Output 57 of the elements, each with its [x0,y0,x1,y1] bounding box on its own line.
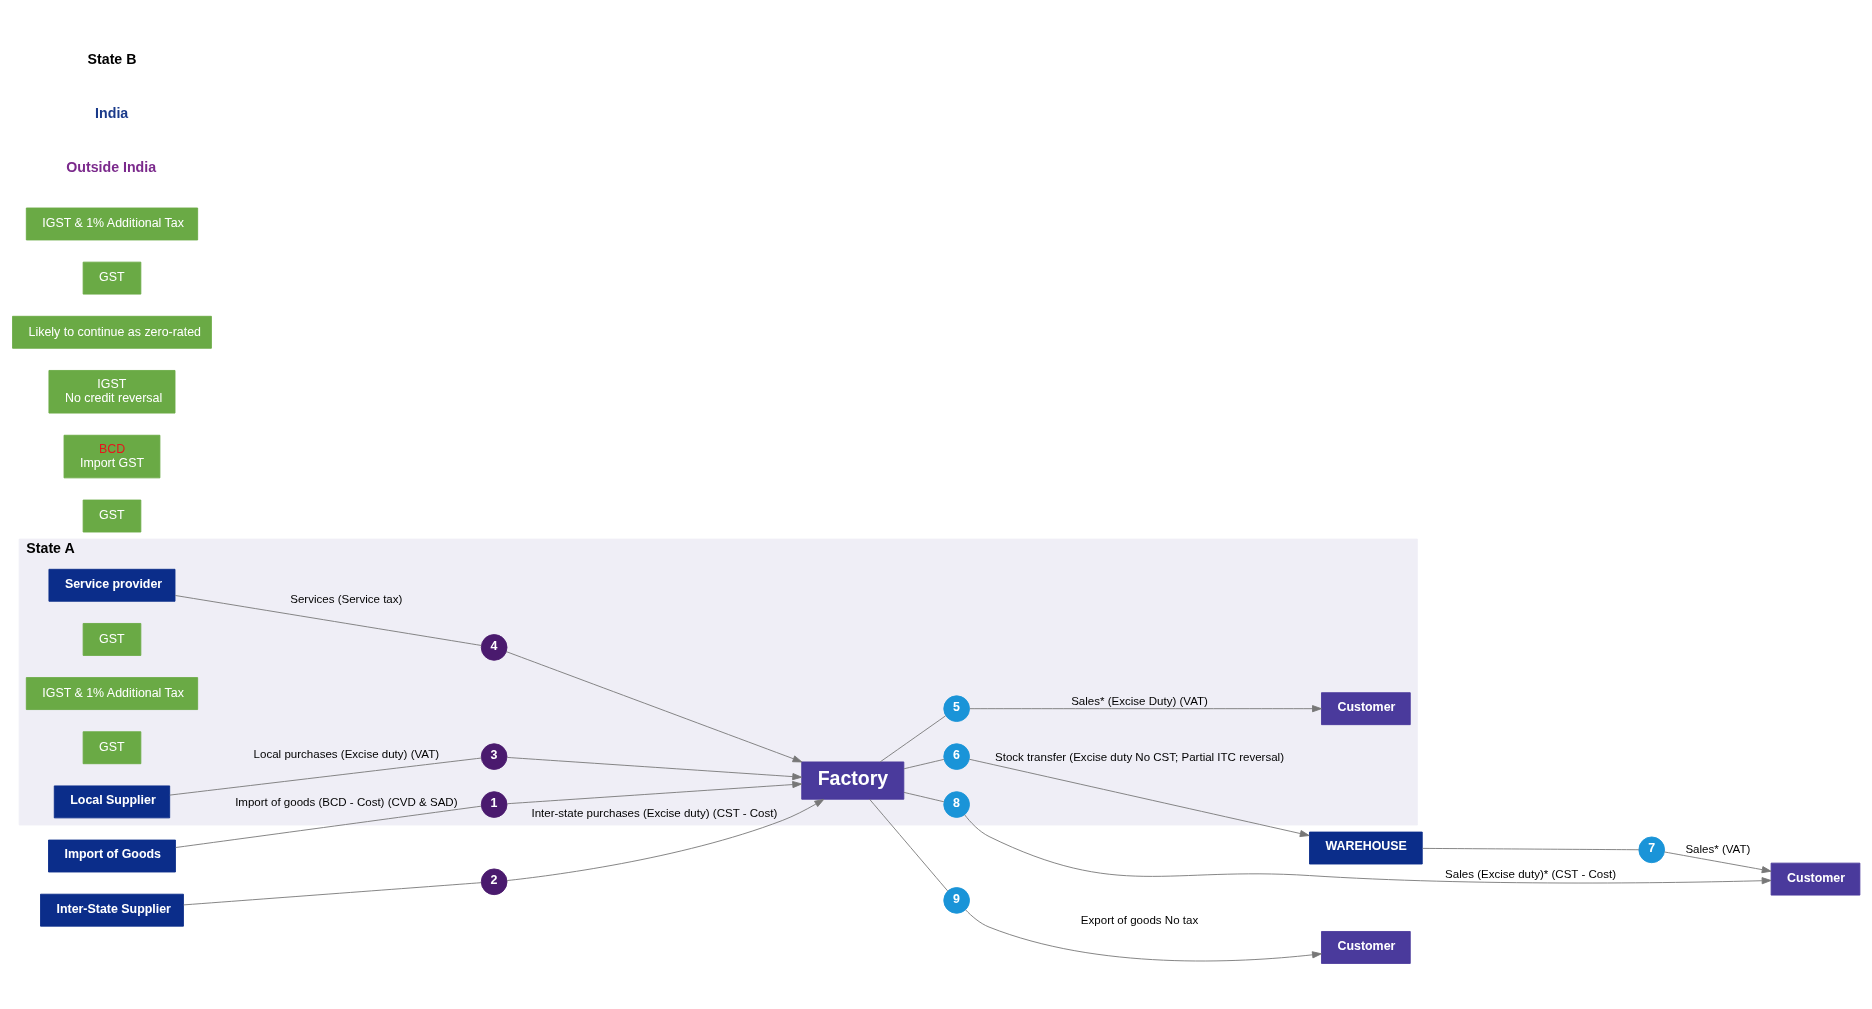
arrow [968,758,1310,838]
node-box: Likely to continue as zero-rated [12,315,212,349]
edge-label: Services (Service tax) [290,592,403,605]
node-box: GST [82,623,142,656]
arrow [964,814,1772,885]
connector [174,595,482,646]
node-circle: 8 [943,791,970,818]
connector [1422,847,1640,851]
label: Outside India [66,159,157,176]
edge-label: Sales (Excise duty)* (CST - Cost) [1445,867,1616,880]
arrow [1664,851,1772,874]
node-box: BCD Import GST [63,434,161,479]
connector [175,805,482,848]
node-box: Factory [801,761,905,800]
node-box: GST [82,731,142,765]
connector [169,757,482,796]
arrow [506,757,803,781]
connector [183,882,482,906]
label: State B [87,51,137,68]
node-box: GST [82,261,142,295]
node-box: Customer [1321,931,1411,964]
arrow [506,651,803,763]
edge-label: Local purchases (Excise duty) (VAT) [253,747,440,760]
edge-label: Import of goods (BCD - Cost) (CVD & SAD) [235,795,458,808]
edge-label: Inter-state purchases (Excise duty) (CST - Cost) [531,807,778,820]
node-box: IGST & 1% Additional Tax [25,677,199,710]
connector [869,798,949,892]
arrow [506,798,825,881]
node-box: IGST & 1% Additional Tax [25,207,199,241]
node-box: IGST No credit reversal [48,370,176,414]
arrow [506,781,803,805]
connector [903,758,945,770]
arrow [965,909,1322,962]
node-box: WAREHOUSE [1309,831,1423,865]
label: India [95,105,129,122]
arrow [969,705,1322,713]
edge-label: Sales* (Excise Duty) (VAT) [1071,695,1208,708]
node-box: GST [82,499,142,533]
node-circle: 5 [943,695,970,722]
edge-label: Stock transfer (Excise duty No CST; Partial ITC reversal) [995,751,1285,764]
node-circle: 4 [480,634,508,661]
node-box: Inter-State Supplier [40,893,184,927]
node-circle: 3 [480,743,508,770]
node-circle: 1 [480,791,508,818]
node-circle: 9 [943,887,970,914]
connector [903,791,945,803]
node-circle: 2 [480,868,508,896]
edge-label: Sales* (VAT) [1685,842,1751,855]
node-box: Import of Goods [48,839,176,873]
node-circle: 7 [1638,836,1666,864]
node-box: Customer [1321,692,1411,726]
node-box: Customer [1770,862,1861,896]
node-circle: 6 [943,743,970,770]
node-box: Service provider [48,568,176,602]
connector [879,715,947,763]
edge-label: Export of goods No tax [1080,913,1199,926]
node-box: Local Supplier [53,785,171,819]
